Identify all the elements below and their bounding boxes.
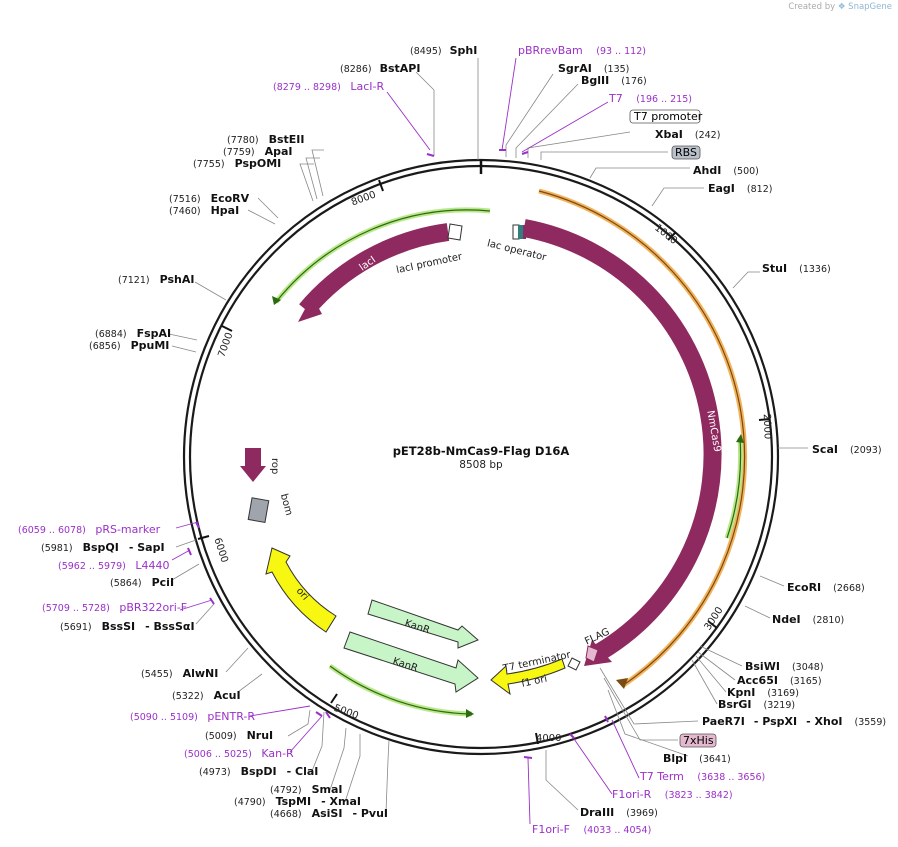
primer-label-laci-r: (8279 .. 8298) LacI-R <box>273 80 384 93</box>
primer-leaders <box>171 57 640 825</box>
rop-arrow <box>240 448 266 482</box>
site-label-pspomi: (7755) PspOMI <box>193 154 281 171</box>
orf-green-top-arrowhead <box>272 296 281 305</box>
his-tag-box <box>679 733 717 748</box>
site-label-smai: (4792) SmaI <box>270 780 343 797</box>
site-label-asisi: (4668) AsiSI - PvuI <box>270 804 388 821</box>
orf-green-right-arrowhead <box>736 434 744 443</box>
tick-label-7000: 7000 <box>216 331 235 359</box>
orf-green-bottom-line <box>329 665 473 715</box>
rop-label: rop <box>269 458 280 474</box>
site-label-eagi: EagI (812) <box>708 179 772 196</box>
bom-box <box>247 497 270 523</box>
rbs-label: RBS <box>675 146 697 159</box>
site-label-bsssi: (5691) BssSI - BssSαI <box>60 617 195 634</box>
tick-label-2000: 2000 <box>761 414 773 440</box>
tick-label-4000: 4000 <box>536 733 561 744</box>
tick-label-8000: 8000 <box>350 189 378 208</box>
tick-marks <box>197 179 771 745</box>
site-label-scai: ScaI (2093) <box>812 440 882 457</box>
lac-operator-edge <box>523 225 526 239</box>
site-label-ppumi: (6856) PpuMI <box>89 336 169 353</box>
primer-label-kan-r: (5006 .. 5025) Kan-R <box>184 747 294 760</box>
site-label-ecori: EcoRI (2668) <box>787 578 865 595</box>
site-label-acui: (5322) AcuI <box>172 686 241 703</box>
laci-arc <box>299 223 450 316</box>
orf-orange-arc-line <box>538 190 746 687</box>
laci-promoter-label: lacI promoter <box>395 251 464 276</box>
bom-label: bom <box>278 493 294 517</box>
site-label-ecorv: (7516) EcoRV <box>169 189 250 206</box>
site-label-fspai: (6884) FspAI <box>95 324 171 341</box>
site-label-sphi: (8495) SphI <box>410 41 477 58</box>
site-label-bsrgi: BsrGI (3219) <box>718 695 795 712</box>
site-label-draiii: DraIII (3969) <box>580 803 658 820</box>
site-label-hpai: (7460) HpaI <box>169 201 239 218</box>
site-label-stui: StuI (1336) <box>762 259 831 276</box>
site-label-bspdi: (4973) BspDI - ClaI <box>199 762 318 779</box>
kanr-arrow-1 <box>367 599 479 649</box>
site-label-ndei: NdeI (2810) <box>772 610 844 627</box>
primer-marks <box>187 149 609 759</box>
site-label-alwni: (5455) AlwNI <box>141 664 218 681</box>
site-label-acc65i: Acc65I (3165) <box>737 671 822 688</box>
ori-arrow <box>265 547 337 633</box>
snapgene-credit: Created by ❖ SnapGene <box>788 2 892 12</box>
site-label-ahdi: AhdI (500) <box>693 161 759 178</box>
nmcas9-arc <box>522 219 722 660</box>
site-label-bstapi: (8286) BstAPI <box>340 59 420 76</box>
kanr-arrow-2 <box>343 631 479 693</box>
orf-green-right-line <box>726 437 742 539</box>
site-label-pcii: (5864) PciI <box>110 573 174 590</box>
site-label-tspmi: (4790) TspMI - XmaI <box>234 792 361 809</box>
flag-shape <box>585 645 599 663</box>
leader-lines <box>168 58 808 813</box>
rbs-box <box>671 145 701 160</box>
primer-label-f1ori-r: F1ori-R (3823 .. 3842) <box>612 788 733 801</box>
tick-label-6000: 6000 <box>211 537 229 565</box>
orf-orange-arrowhead <box>616 678 628 689</box>
tick-label-5000: 5000 <box>332 703 360 722</box>
f1-ori-label: f1 ori <box>520 674 548 690</box>
site-label-apai: (7759) ApaI <box>223 142 293 159</box>
t7-promoter-label: T7 promoter <box>633 110 703 123</box>
plasmid-size: 8508 bp <box>459 459 503 471</box>
site-label-sgrai: SgrAI (135) <box>558 59 629 76</box>
f1-ori-arrow <box>490 658 566 696</box>
primer-label-pentr-r: (5090 .. 5109) pENTR-R <box>130 710 255 723</box>
laci-promoter-shape <box>447 223 463 241</box>
site-label-bsteii: (7780) BstEII <box>227 130 304 147</box>
primer-label-f1ori-f: F1ori-F (4033 .. 4054) <box>532 823 651 836</box>
primer-label-pbr322ori-f: (5709 .. 5728) pBR322ori-F <box>42 601 187 614</box>
site-label-nrui: (5009) NruI <box>205 726 273 743</box>
lac-operator-label: lac operator <box>486 238 548 264</box>
site-label-xbai: XbaI (242) <box>655 125 720 142</box>
site-label-kpni: KpnI (3169) <box>727 683 799 700</box>
laci-arrowhead <box>298 296 322 322</box>
site-label-paer7i: PaeR7I - PspXI - XhoI (3559) <box>702 712 886 729</box>
primer-label-prs-marker: (6059 .. 6078) pRS-marker <box>18 523 161 536</box>
site-label-bspqi: (5981) BspQI - SapI <box>41 538 165 555</box>
primer-label-pbrrevbam: pBRrevBam (93 .. 112) <box>518 44 646 57</box>
orf-green-top-line <box>275 209 491 303</box>
site-label-bsiwi: BsiWI (3048) <box>745 657 824 674</box>
credit-prefix: Created by <box>788 2 836 12</box>
t7-terminator-shape <box>567 657 581 671</box>
plasmid-name: pET28b-NmCas9-Flag D16A <box>393 444 570 458</box>
orf-green-bottom-arrowhead <box>466 709 474 718</box>
primer-label-t7: T7 (196 .. 215) <box>608 92 692 105</box>
snapgene-logo: ❖ <box>837 2 846 12</box>
site-label-blpi: BlpI (3641) <box>663 749 731 766</box>
primer-label-t7-term: T7 Term (3638 .. 3656) <box>639 770 765 783</box>
lac-operator-teal <box>518 225 523 239</box>
tick-label-1000: 1000 <box>652 223 679 247</box>
t7-promoter-box <box>629 109 701 124</box>
primer-label-l4440: (5962 .. 5979) L4440 <box>58 559 169 572</box>
credit-brand: SnapGene <box>848 2 892 12</box>
his-tag-label: 7xHis <box>683 734 714 747</box>
site-label-bglii: BglII (176) <box>581 71 647 88</box>
site-label-pshai: (7121) PshAI <box>118 270 194 287</box>
